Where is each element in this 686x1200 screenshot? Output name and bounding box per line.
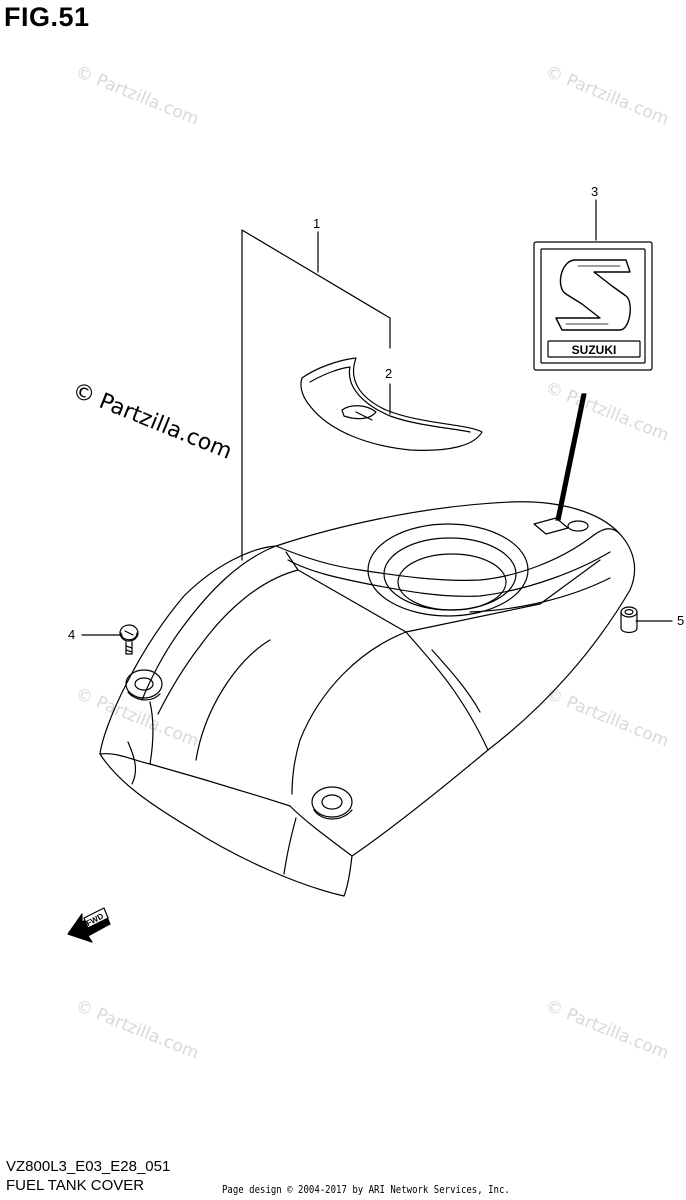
- callout-3: 3: [591, 184, 599, 199]
- callout-2: 2: [385, 366, 393, 381]
- diagram-code: VZ800L3_E03_E28_051: [6, 1158, 171, 1175]
- emblem-leader: [555, 393, 587, 521]
- part-4-screw: [119, 624, 139, 655]
- callout-1: 1: [313, 216, 321, 231]
- callout-5: 5: [677, 613, 685, 628]
- part-1-fuel-tank-cover: [99, 501, 636, 897]
- callout-1-leader: [241, 229, 391, 561]
- copyright-notice: Page design © 2004-2017 by ARI Network S…: [222, 1183, 510, 1196]
- part-3-emblem: [533, 241, 653, 371]
- emblem-brand-text: SUZUKI: [572, 343, 617, 357]
- diagram-caption: FUEL TANK COVER: [6, 1177, 145, 1194]
- fwd-arrow-icon: [67, 907, 111, 943]
- callout-4: 4: [68, 627, 76, 642]
- part-5-nut: [620, 606, 638, 634]
- part-2-pad: [300, 357, 483, 451]
- figure-title: FIG.51: [4, 2, 90, 32]
